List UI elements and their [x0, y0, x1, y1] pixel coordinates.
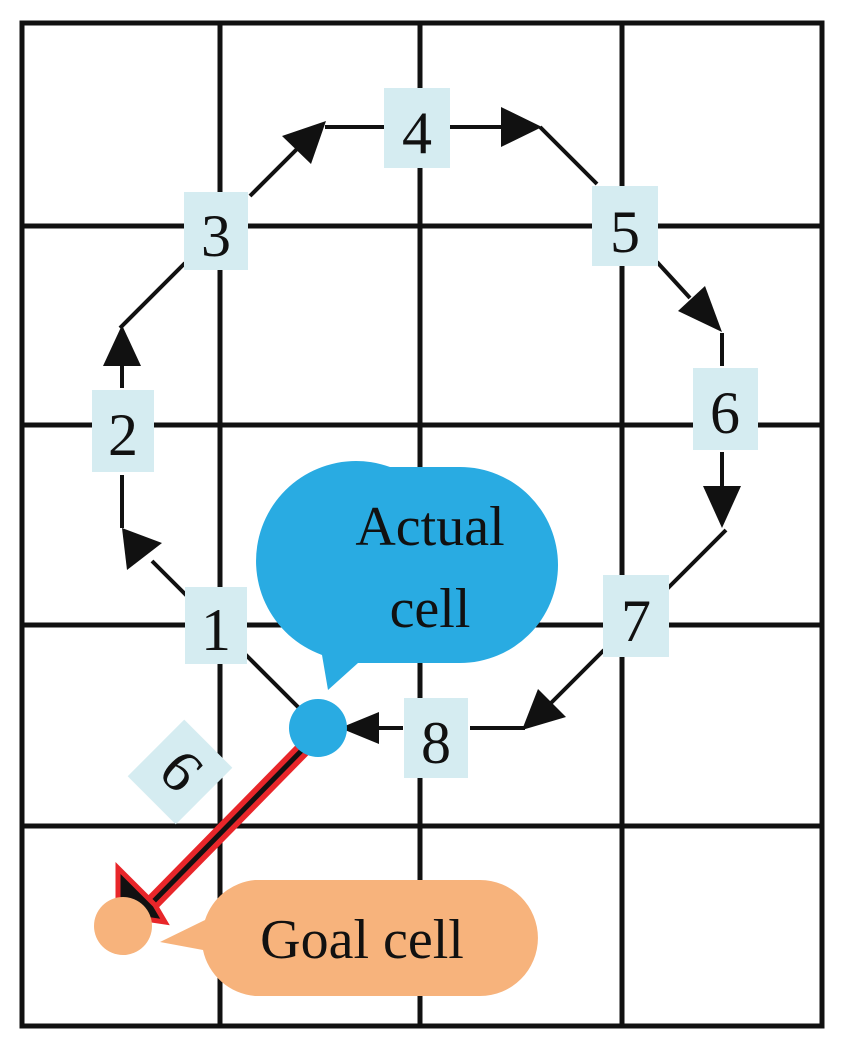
path-segment-7b — [546, 648, 606, 708]
step-label-5: 5 — [610, 199, 640, 265]
step-box-5 — [592, 186, 658, 266]
step-label-2: 2 — [108, 402, 138, 468]
arrowhead-4 — [501, 107, 542, 147]
arrowhead-3 — [282, 121, 326, 164]
step-label-1: 1 — [201, 597, 231, 663]
actual-cell-label-line2: cell — [390, 578, 471, 640]
step-label-7: 7 — [621, 588, 651, 654]
goal-cell-marker — [94, 897, 152, 955]
arrowhead-5 — [678, 286, 722, 332]
goal-cell-callout: Goal cell — [160, 880, 538, 996]
actual-cell-callout: Actual cell — [256, 461, 558, 690]
step-box-4 — [384, 88, 450, 168]
step-label-3: 3 — [201, 203, 231, 269]
step-box-2 — [92, 390, 154, 472]
goal-cell-label: Goal cell — [260, 909, 464, 971]
path-segment-7a — [660, 528, 728, 596]
arrowhead-1 — [122, 528, 162, 570]
step-box-9 — [127, 719, 233, 825]
arrowhead-8 — [340, 712, 379, 744]
step-box-8 — [404, 698, 468, 778]
path-segment-3b — [248, 144, 302, 198]
step-box-3 — [184, 192, 248, 270]
actual-cell-marker — [289, 699, 347, 757]
step-box-1 — [185, 587, 247, 664]
search-path — [118, 125, 728, 730]
path-segment-5b — [655, 260, 692, 300]
arrowhead-7 — [522, 689, 566, 730]
step-9-group: 9 — [127, 719, 233, 825]
step-box-7 — [603, 575, 669, 657]
step-labels: 1 2 3 4 5 6 7 8 9 — [92, 88, 758, 825]
path-segment-3a — [118, 261, 187, 330]
arrowhead-2 — [103, 325, 141, 366]
grid — [19, 20, 825, 1029]
step-label-8: 8 — [421, 710, 451, 776]
path-segment-5a — [538, 125, 599, 186]
step-box-6 — [693, 368, 758, 450]
goal-cell-bubble — [160, 880, 538, 996]
actual-cell-label-line1: Actual — [355, 496, 504, 558]
step-label-4: 4 — [402, 100, 432, 166]
arrowhead-6 — [703, 486, 741, 528]
arrowheads — [103, 107, 741, 744]
step-label-6: 6 — [710, 380, 740, 446]
actual-cell-bubble — [256, 461, 558, 690]
